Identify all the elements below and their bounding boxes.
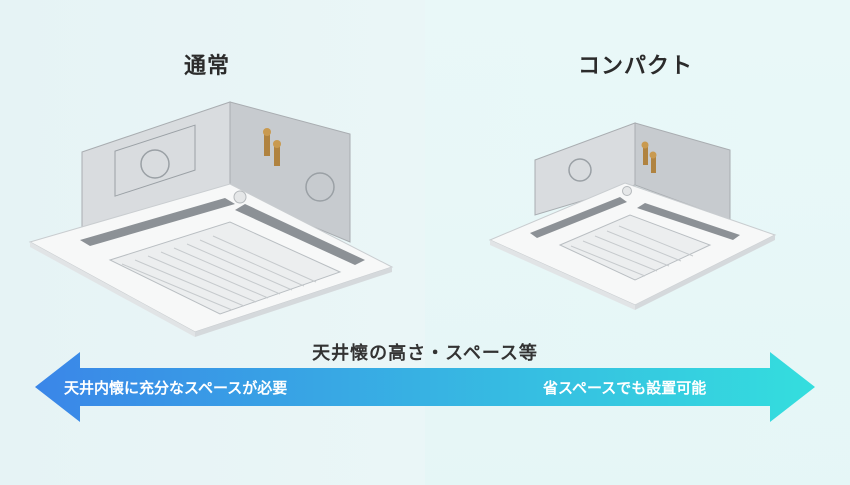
- arrow-text-space-saving: 省スペースでも設置可能: [543, 379, 707, 397]
- arrow-text-needs-space: 天井内懐に充分なスペースが必要: [64, 379, 288, 397]
- label-normal: 通常: [184, 54, 231, 79]
- double-arrow: [35, 352, 815, 422]
- compact-unit-image: [488, 122, 777, 310]
- normal-unit-image: [28, 101, 394, 337]
- label-compact: コンパクト: [578, 54, 694, 79]
- caption-ceiling-space: 天井懐の高さ・スペース等: [312, 343, 538, 364]
